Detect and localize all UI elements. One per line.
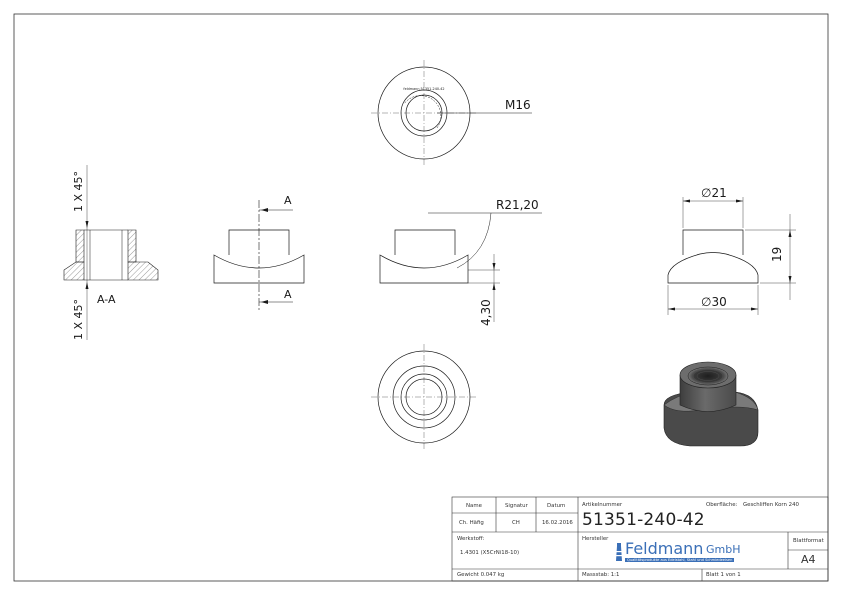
bottom-view — [371, 344, 477, 450]
side-view — [379, 212, 542, 322]
diameter-top-label: ∅21 — [701, 186, 727, 200]
sheet-value: Blatt 1 von 1 — [706, 572, 741, 578]
diameter-bottom-label: ∅30 — [701, 295, 727, 309]
section-label: A-A — [97, 293, 116, 306]
drawing-frame — [13, 13, 829, 582]
thread-label: M16 — [505, 98, 531, 112]
company-name: Feldmann — [625, 539, 704, 558]
front-view — [213, 200, 305, 312]
engraving-text: feldmann 51351-240-42 — [403, 87, 444, 91]
depth-label: 4,30 — [479, 299, 493, 326]
name-header: Name — [466, 503, 482, 509]
radius-label: R21,20 — [496, 198, 539, 212]
material-label: Werkstoff: — [457, 536, 485, 542]
part-render-image — [663, 361, 759, 447]
date-header: Datum — [547, 503, 566, 509]
date-value: 16.02.2016 — [542, 520, 573, 526]
manufacturer-label: Hersteller — [582, 536, 609, 542]
weight-value: Gewicht 0.047 kg — [457, 572, 505, 578]
name-value: Ch. Häfig — [459, 520, 484, 526]
scale-value: Massstab: 1:1 — [582, 572, 620, 578]
section-marker-top: A — [284, 194, 292, 207]
section-marker-bottom: A — [284, 288, 292, 301]
chamfer-bottom-label: 1 X 45° — [72, 299, 85, 340]
article-label: Artikelnummer — [582, 502, 623, 508]
section-view — [63, 165, 159, 340]
lighthouse-icon — [616, 543, 622, 561]
company-logo: Feldmann GmbH Qualitätsprodukte aus Edel… — [614, 539, 744, 566]
format-label: Blattformat — [793, 538, 824, 544]
article-number: 51351-240-42 — [582, 510, 705, 530]
material-value: 1.4301 (X5CrNi18-10) — [460, 550, 520, 556]
signature-value: CH — [512, 520, 520, 526]
company-slogan: Qualitätsprodukte aus Edelstahl, Stahl u… — [625, 558, 735, 562]
signature-header: Signatur — [505, 503, 528, 509]
surface-label: Oberfläche: — [706, 502, 738, 508]
elevation-view — [667, 197, 796, 315]
surface-value: Geschliffen Korn 240 — [743, 502, 799, 508]
company-suffix: GmbH — [706, 543, 741, 556]
title-block-frame — [451, 496, 829, 582]
format-value: A4 — [801, 553, 816, 566]
chamfer-top-label: 1 X 45° — [72, 171, 85, 212]
top-view — [371, 60, 532, 166]
height-label: 19 — [770, 247, 784, 262]
